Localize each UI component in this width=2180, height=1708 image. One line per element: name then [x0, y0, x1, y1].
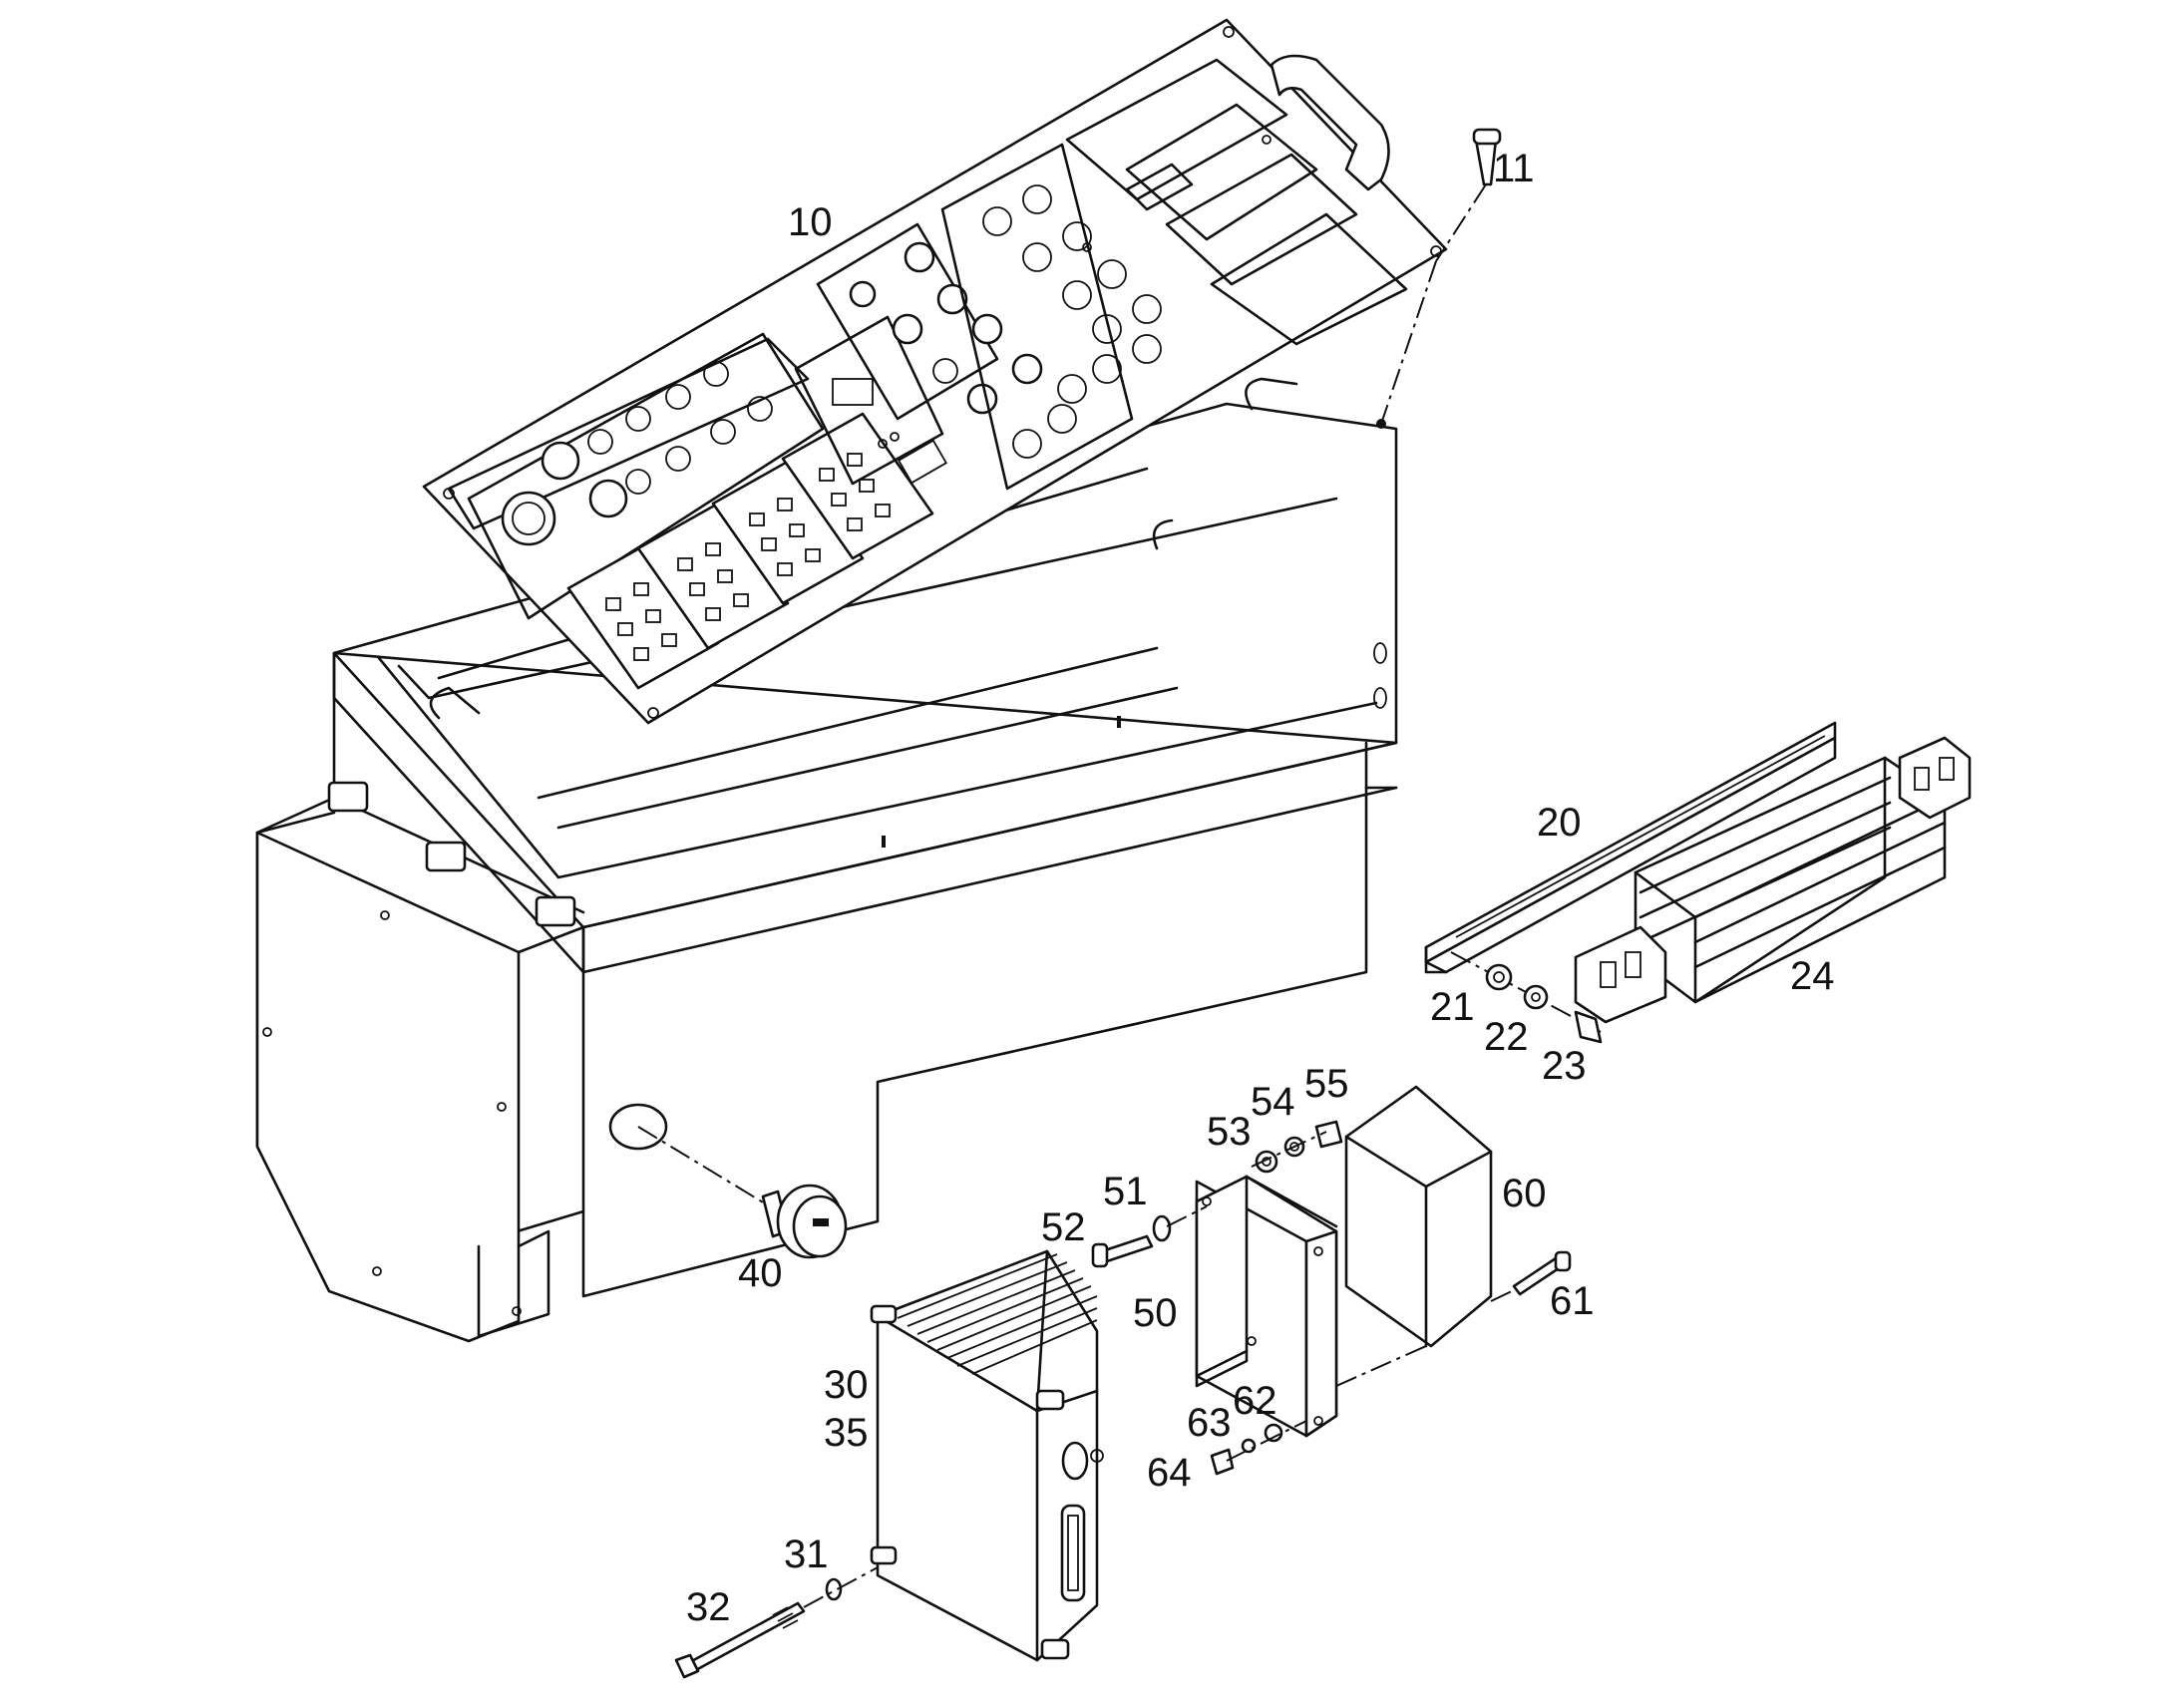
callout-35: 35 [824, 1411, 869, 1455]
callout-64: 64 [1147, 1451, 1192, 1495]
callout-22: 22 [1484, 1015, 1529, 1059]
callout-63: 63 [1187, 1401, 1232, 1445]
callout-10: 10 [788, 200, 833, 244]
callout-53: 53 [1207, 1110, 1252, 1154]
callout-labels: 10 11 20 21 22 23 24 30 35 31 32 40 50 5… [686, 147, 1835, 1629]
mounting-bolt [674, 1566, 879, 1679]
junction-box [1335, 1085, 1572, 1387]
switch-module-3 [711, 457, 865, 605]
callout-54: 54 [1251, 1080, 1295, 1124]
rail-fasteners [1450, 951, 1603, 1044]
din-rail [1424, 721, 1837, 974]
callout-40: 40 [738, 1251, 783, 1295]
console-housing [255, 377, 1398, 1343]
mounting-bracket [1195, 1175, 1338, 1438]
callout-55: 55 [1304, 1062, 1349, 1106]
callout-24: 24 [1790, 954, 1835, 998]
hour-meter-gauge [637, 1126, 848, 1259]
control-panel [422, 18, 1448, 725]
callout-23: 23 [1542, 1044, 1587, 1088]
callout-60: 60 [1502, 1172, 1547, 1215]
switch-module-4 [781, 412, 934, 560]
inverter-unit [870, 1249, 1104, 1662]
switch-module-2 [636, 502, 790, 650]
panel-screw [1376, 128, 1502, 429]
callout-30: 30 [824, 1363, 869, 1407]
callout-31: 31 [784, 1533, 829, 1576]
callout-61: 61 [1550, 1279, 1595, 1323]
callout-62: 62 [1233, 1379, 1277, 1423]
callout-20: 20 [1537, 801, 1582, 845]
callout-11: 11 [1493, 147, 1535, 190]
callout-50: 50 [1133, 1291, 1178, 1335]
bracket-fasteners [1091, 1120, 1343, 1476]
callout-32: 32 [686, 1585, 731, 1629]
callout-52: 52 [1041, 1205, 1086, 1249]
callout-51: 51 [1103, 1170, 1148, 1213]
callout-21: 21 [1430, 985, 1475, 1029]
braking-resistor [1574, 736, 1972, 1024]
